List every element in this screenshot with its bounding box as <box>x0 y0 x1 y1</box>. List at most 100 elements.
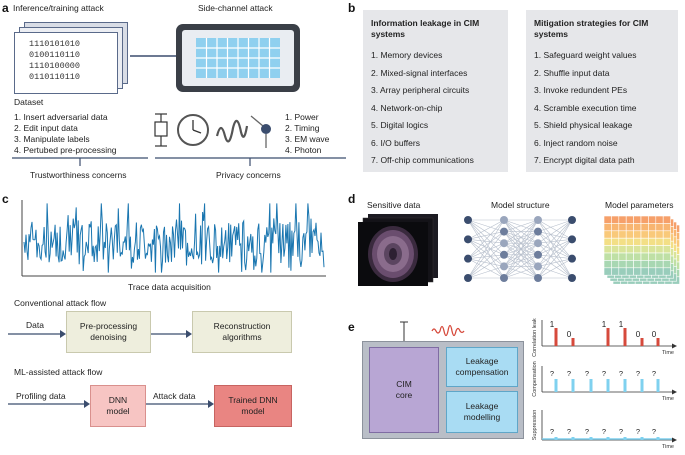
panel-c-label: c <box>2 192 9 206</box>
correlation-bar <box>571 338 575 346</box>
time-axis-label: Time <box>662 396 674 402</box>
panel-d-label: d <box>348 192 356 206</box>
leakage-item: 3. Array peripheral circuits <box>371 85 470 95</box>
attack-item: 4. Pertubed pre-processing <box>14 145 117 155</box>
nn-node <box>534 227 542 236</box>
correlation-bar <box>554 328 558 346</box>
unknown-mark: ? <box>585 369 589 378</box>
compensation-bar <box>606 379 610 392</box>
binary-line: 1110100000 <box>29 61 81 71</box>
leakage-item: 5. Digital logics <box>371 120 429 130</box>
bit-label: 0 <box>567 330 572 339</box>
compensation-bar <box>623 379 627 392</box>
time-axis-label: Time <box>662 350 674 356</box>
unknown-mark: ? <box>652 427 656 436</box>
power-trace-plot <box>21 200 326 277</box>
correlation-bar <box>640 338 644 346</box>
nn-node <box>568 216 576 224</box>
unknown-mark: ? <box>585 427 589 436</box>
nn-node <box>464 235 472 244</box>
photon-icon <box>250 115 271 148</box>
dnn-model-box: DNN model <box>90 385 146 427</box>
panel-b-label: b <box>348 1 356 15</box>
nn-node <box>534 262 542 271</box>
nn-node <box>568 254 576 263</box>
cim-core-label: CIM core <box>395 379 413 400</box>
unknown-mark: ? <box>636 369 640 378</box>
trustworthiness-label: Trustworthiness concerns <box>30 170 127 180</box>
preprocessing-box: Pre-processing denoising <box>66 311 151 353</box>
correlation-bar <box>606 328 610 346</box>
timing-ylabel: Correlation leakage <box>532 318 538 357</box>
leakage-modelling-label: Leakage modelling <box>463 401 501 422</box>
cim-chip-icon <box>176 24 300 92</box>
nn-node <box>534 239 542 248</box>
compensation-bar <box>656 379 660 392</box>
timing-ylabel: Compensation <box>532 361 538 396</box>
leakage-compensation-box: Leakage compensation <box>446 347 518 387</box>
ml-flow-arrows <box>8 400 214 408</box>
preprocessing-label: Pre-processing denoising <box>79 321 138 342</box>
mitigation-item: 1. Safeguard weight values <box>534 50 637 60</box>
clock-icon <box>177 114 209 146</box>
nn-node <box>500 227 508 236</box>
mitigation-item: 2. Shuffle input data <box>534 67 610 78</box>
unknown-mark: ? <box>619 369 623 378</box>
antenna-icon <box>400 321 465 342</box>
leakage-title: Information leakage in CIM systems <box>371 18 480 39</box>
mitigation-item: 3. Invoke redundent PEs <box>534 85 628 95</box>
unknown-mark: ? <box>652 369 656 378</box>
correlation-bar <box>623 328 627 346</box>
model-parameters-label: Model parameters <box>605 200 674 210</box>
privacy-label: Privacy concerns <box>216 170 281 180</box>
nn-node <box>464 254 472 263</box>
attack-list: 1. Insert adversarial data 2. Edit input… <box>14 112 117 156</box>
leakage-item: 6. I/O buffers <box>371 137 420 148</box>
data-label: Data <box>26 320 44 330</box>
sensitive-data-label: Sensitive data <box>367 200 421 210</box>
model-structure-label: Model structure <box>491 200 550 210</box>
brain-scan-image <box>358 214 438 286</box>
unknown-mark: ? <box>550 369 554 378</box>
nn-node <box>568 235 576 244</box>
neural-network-icon <box>464 216 576 282</box>
unknown-mark: ? <box>567 427 571 436</box>
dnn-model-label: DNN model <box>106 395 130 416</box>
side-channel-title: Side-channel attack <box>198 3 273 13</box>
inference-attack-title: Inference/training attack <box>13 3 104 13</box>
leakage-compensation-label: Leakage compensation <box>455 356 509 377</box>
model-parameters-grid <box>603 215 680 285</box>
bit-label: 1 <box>550 320 555 329</box>
unknown-mark: ? <box>567 369 571 378</box>
leakage-item: 4. Network-on-chip <box>371 102 443 113</box>
trace-label: Trace data acquisition <box>128 282 211 292</box>
nn-node <box>534 216 542 224</box>
leakage-item: 7. Off-chip communications <box>371 155 474 165</box>
nn-node <box>568 274 576 282</box>
nn-node <box>500 216 508 224</box>
mitigation-title: Mitigation strategies for CIM systems <box>534 18 649 39</box>
bit-label: 0 <box>636 330 641 339</box>
compensation-bar <box>571 379 575 392</box>
panel-e-label: e <box>348 320 355 334</box>
compensation-bar <box>640 379 644 392</box>
mitigation-item: 7. Encrypt digital data path <box>534 155 635 165</box>
compensation-bar <box>554 379 558 392</box>
leakage-box: Information leakage in CIM systems 1. Me… <box>363 10 508 172</box>
binary-line: 0100110110 <box>29 50 81 60</box>
binary-line: 1110101010 <box>29 39 81 49</box>
cim-core-box: CIM core <box>369 347 439 433</box>
nn-node <box>500 239 508 248</box>
leakage-item: 1. Memory devices <box>371 50 443 60</box>
nn-node <box>500 274 508 282</box>
ml-flow-title: ML-assisted attack flow <box>14 367 103 377</box>
attack-data-label: Attack data <box>153 391 196 401</box>
reconstruction-label: Reconstruction algorithms <box>213 321 271 342</box>
binary-line: 0110110110 <box>29 72 81 82</box>
channel-item: 2. Timing <box>285 123 320 133</box>
concern-dividers <box>12 157 346 166</box>
conventional-flow-arrows <box>8 330 192 338</box>
unknown-mark: ? <box>636 427 640 436</box>
power-probe-icon <box>154 113 168 147</box>
nn-node <box>534 250 542 259</box>
